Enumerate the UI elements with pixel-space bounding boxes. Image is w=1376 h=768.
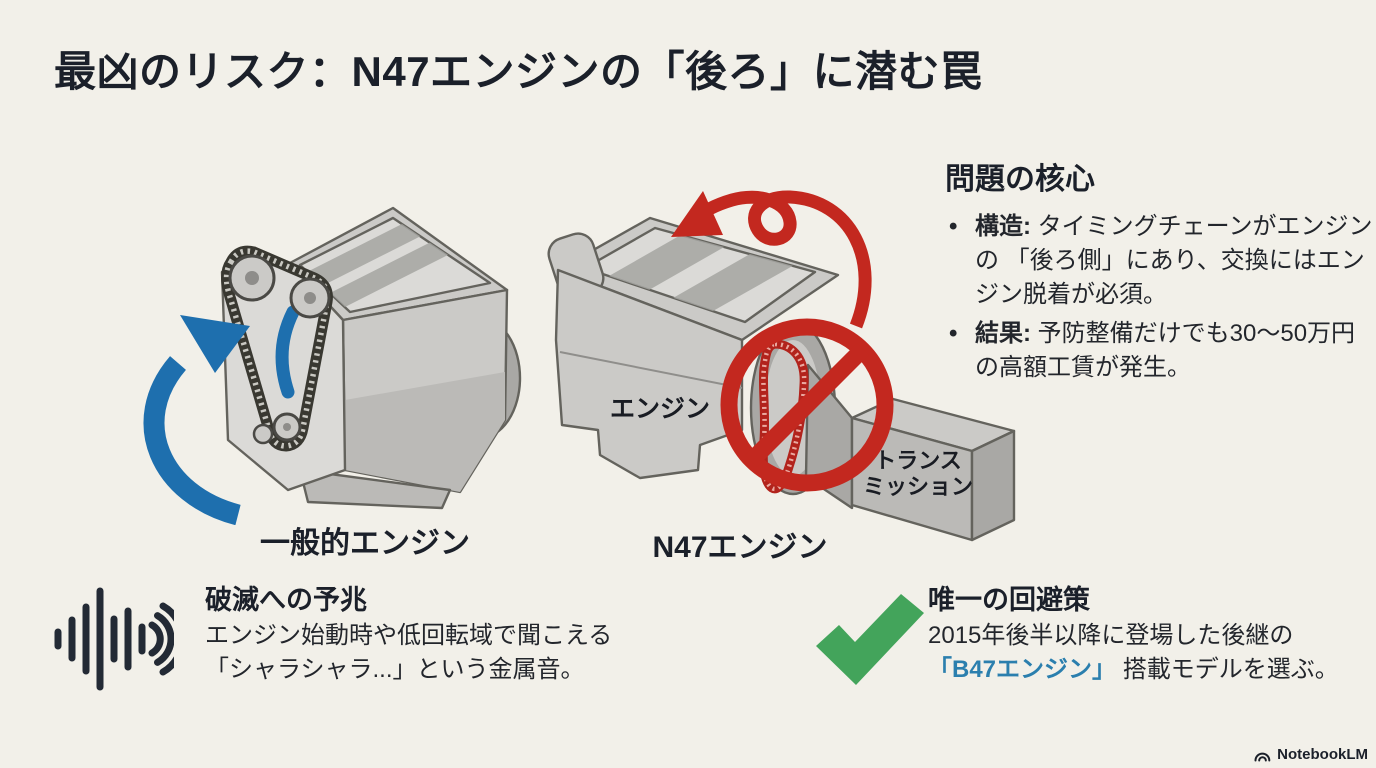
brand-label: NotebookLM bbox=[1277, 746, 1368, 763]
rear-timing-chain bbox=[758, 339, 809, 494]
transmission-label: トランス ミッション bbox=[845, 448, 991, 500]
timing-chain-links bbox=[223, 248, 331, 449]
bullet-glyph: • bbox=[949, 213, 958, 240]
generic-engine-caption: 一般的エンジン bbox=[260, 527, 470, 560]
n47-engine-illustration bbox=[547, 190, 1016, 542]
bullet-lead: 構造: bbox=[975, 213, 1031, 240]
front-access-arrow bbox=[143, 315, 250, 525]
engine-block-label: エンジン bbox=[609, 395, 710, 423]
problem-bullet-result: • 結果: 予防整備だけでも30〜50万円の高額工賃が発生。 bbox=[945, 317, 1376, 385]
warning-heading: 破滅への予兆 bbox=[205, 585, 367, 615]
solution-body: 2015年後半以降に登場した後継の 「B47エンジン」 搭載モデルを選ぶ。 bbox=[928, 619, 1368, 687]
solution-heading: 唯一の回避策 bbox=[928, 585, 1090, 615]
solution-line1: 2015年後半以降に登場した後継の bbox=[928, 622, 1294, 649]
sprockets bbox=[228, 254, 331, 445]
prohibition-sign bbox=[720, 318, 894, 492]
block-crease bbox=[559, 351, 743, 389]
notebooklm-icon bbox=[1254, 752, 1271, 761]
n47-front-face bbox=[554, 268, 744, 480]
generic-engine-illustration bbox=[143, 206, 522, 525]
engine-side-shadow bbox=[345, 372, 505, 492]
warning-line2: 「シャラシャラ...」という金属音。 bbox=[205, 656, 585, 683]
bullet-lead: 結果: bbox=[975, 320, 1031, 347]
warning-body: エンジン始動時や低回転域で聞こえる 「シャラシャラ...」という金属音。 bbox=[205, 619, 635, 687]
warning-line1: エンジン始動時や低回転域で聞こえる bbox=[205, 622, 613, 649]
page-title: 最凶のリスク：N47エンジンの「後ろ」に潜む罠 bbox=[54, 48, 983, 95]
transmission-label-line2: ミッション bbox=[862, 474, 973, 499]
bullet-text: 予防整備だけでも30〜50万円の高額工賃が発生。 bbox=[975, 320, 1356, 381]
n47-engine-caption: N47エンジン bbox=[652, 531, 828, 564]
checkmark-icon bbox=[816, 594, 924, 685]
solution-line2: 「B47エンジン」 搭載モデルを選ぶ。 bbox=[928, 653, 1368, 687]
solution-line2-rest: 搭載モデルを選ぶ。 bbox=[1116, 656, 1339, 683]
problem-bullet-list: • 構造: タイミングチェーンがエンジンの 「後ろ側」にあり、交換にはエンジン脱… bbox=[945, 210, 1376, 385]
transmission-label-line1: トランス bbox=[874, 448, 962, 473]
sound-wave-icon bbox=[54, 587, 174, 691]
bullet-glyph: • bbox=[949, 320, 958, 347]
oil-pan bbox=[298, 468, 452, 510]
problem-section: 問題の核心 • 構造: タイミングチェーンがエンジンの 「後ろ側」にあり、交換に… bbox=[945, 154, 1376, 390]
problem-heading: 問題の核心 bbox=[945, 163, 1095, 196]
problem-bullet-structure: • 構造: タイミングチェーンがエンジンの 「後ろ側」にあり、交換にはエンジン脱… bbox=[945, 210, 1376, 312]
rear-access-arrow bbox=[671, 190, 872, 329]
b47-highlight: 「B47エンジン」 bbox=[928, 656, 1117, 683]
bullet-text: タイミングチェーンがエンジンの 「後ろ側」にあり、交換にはエンジン脱着が必須。 bbox=[975, 213, 1373, 308]
chain-guide-highlight bbox=[275, 305, 300, 399]
footer-brand: NotebookLM bbox=[1253, 746, 1368, 763]
